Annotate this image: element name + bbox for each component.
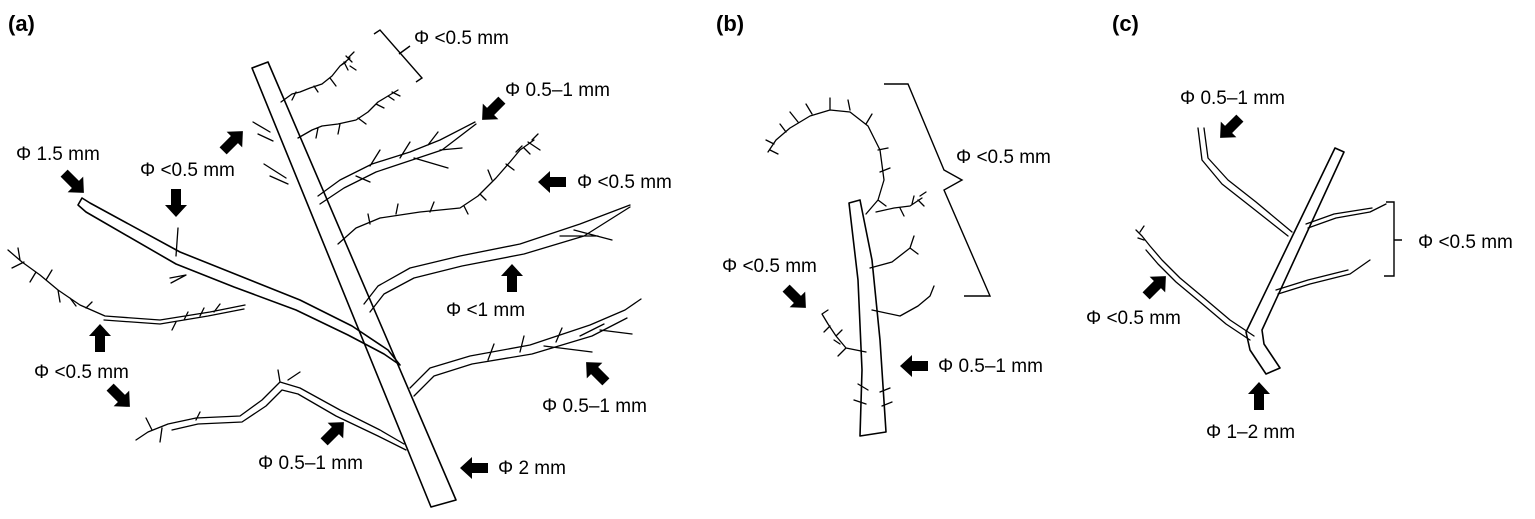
panel-b-right-rootlets xyxy=(869,235,935,317)
panel-c-label-main-root: Φ 1–2 mm xyxy=(1206,422,1295,443)
panel-a-arrow-bottom-left xyxy=(102,379,138,415)
panel-a-upper-rootlet-1 xyxy=(280,51,357,103)
panel-a-main-root xyxy=(251,61,457,508)
panel-b: (b) xyxy=(716,11,992,437)
panel-b-curved-fine-root xyxy=(765,97,891,215)
panel-c-top-branch xyxy=(1197,127,1293,237)
panel-a-thick-branch-rootlet xyxy=(169,227,187,284)
panel-b-small-cluster xyxy=(875,191,927,217)
panel-a-upper-right-branch xyxy=(317,121,477,205)
panel-a-mid-right-branch xyxy=(363,204,631,313)
panel-c-bracket xyxy=(1384,201,1402,277)
panel-c-label-left-fine: Φ <0.5 mm xyxy=(1086,308,1181,329)
panel-c-label-top: Φ 0.5–1 mm xyxy=(1180,88,1285,109)
panel-a-label-lower-right: Φ 0.5–1 mm xyxy=(542,396,647,417)
panel-b-letter: (b) xyxy=(716,11,744,36)
panel-a-arrow-lower-right xyxy=(578,354,614,390)
panel-b-bracket xyxy=(884,83,992,297)
panel-b-left-fine-rootlet xyxy=(821,309,867,357)
panel-c: (c) xyxy=(1112,11,1402,375)
panel-c-arrow-top xyxy=(1212,110,1248,146)
panel-a-letter: (a) xyxy=(8,11,35,36)
panel-c-arrow-main xyxy=(1248,382,1270,410)
panel-a-label-lower-left: Φ <0.5 mm xyxy=(34,362,129,383)
panel-b-bottom-rootlets xyxy=(853,383,893,407)
panel-b-arrow-main xyxy=(900,355,928,377)
panel-c-right-branch-lower xyxy=(1275,259,1371,295)
panel-a-right-fine-branch xyxy=(337,133,541,245)
panel-a-label-mid-right: Φ <1 mm xyxy=(446,300,525,321)
panel-a-thick-branch xyxy=(77,197,401,366)
panel-a-lower-left-branch xyxy=(7,247,246,331)
panel-a-upper-rootlet-2 xyxy=(297,89,401,139)
panel-b-label-left-fine: Φ <0.5 mm xyxy=(722,256,817,277)
panel-c-label-bracket: Φ <0.5 mm xyxy=(1418,232,1513,253)
panel-a-arrow-mid-right xyxy=(501,264,523,292)
panel-c-letter: (c) xyxy=(1112,11,1139,36)
panel-a-bracket xyxy=(373,29,424,83)
panel-a-label-upper-right: Φ 0.5–1 mm xyxy=(505,80,610,101)
panel-a-label-left-thick: Φ 1.5 mm xyxy=(16,144,100,165)
panel-c-right-branch-upper xyxy=(1305,203,1387,229)
panel-a-label-top-bracket: Φ <0.5 mm xyxy=(414,28,509,49)
panel-a-left-stub-rootlets xyxy=(252,121,289,185)
panel-a-label-upper-left-fine: Φ <0.5 mm xyxy=(140,160,235,181)
panel-b-label-bracket: Φ <0.5 mm xyxy=(956,147,1051,168)
panel-a-arrow-bottom-mid xyxy=(316,414,352,450)
panel-a-lower-right-branch xyxy=(409,298,642,397)
panel-b-main-root xyxy=(848,199,887,437)
panel-a-label-right-fine: Φ <0.5 mm xyxy=(577,172,672,193)
panel-a-arrow-upper-left xyxy=(165,189,187,217)
panel-a-label-main-root: Φ 2 mm xyxy=(498,458,566,479)
panel-b-arrow-left-fine xyxy=(778,280,814,316)
panel-a-bottom-branch xyxy=(135,369,407,451)
panel-a-arrow-lower-left xyxy=(89,324,111,352)
panel-c-left-fine-branch xyxy=(1135,225,1255,341)
panel-a-label-bottom-mid: Φ 0.5–1 mm xyxy=(258,453,363,474)
panel-a-arrow-right-fine xyxy=(538,171,566,193)
panel-a: (a) xyxy=(7,11,642,508)
panel-a-arrow-left-thick xyxy=(56,165,92,201)
panel-a-arrow-rootlet xyxy=(215,123,251,159)
panel-a-arrow-main xyxy=(460,457,488,479)
panel-b-label-main-root: Φ 0.5–1 mm xyxy=(938,356,1043,377)
panel-c-main-root xyxy=(1245,147,1345,375)
